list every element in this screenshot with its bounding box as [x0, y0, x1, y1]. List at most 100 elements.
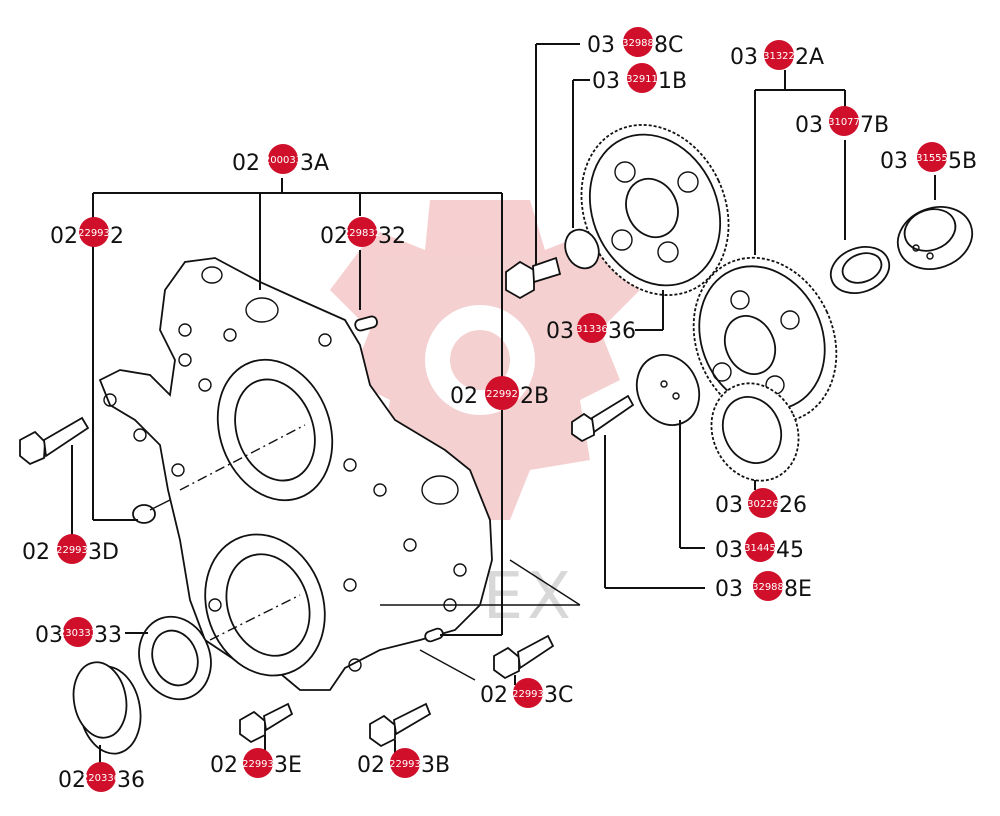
callout-badge: [243, 748, 273, 778]
callout-bolt-3e[interactable]: 02 22993 3E: [210, 748, 302, 778]
callout-dowel-pin-badge: 229832: [343, 228, 381, 239]
callout-bolt-3e-prefix: 02: [210, 753, 238, 778]
callout-badge: [79, 217, 109, 247]
callout-badge: [57, 534, 87, 564]
callout-badge: [577, 313, 607, 343]
front-cover: [98, 257, 493, 691]
callout-bolt-3b[interactable]: 02 22993 3B: [357, 748, 450, 778]
callout-washer-1b-prefix: 03: [592, 69, 620, 94]
callout-seal-033-badge: 230333: [59, 628, 97, 639]
callout-cam-2a-prefix: 03: [730, 45, 758, 70]
callout-gear-bolt-8c-suffix: 8C: [654, 33, 683, 58]
bolt-plate: [571, 394, 635, 443]
callout-gear-bolt-8c-prefix: 03: [587, 33, 615, 58]
callout-bolt-8e-badge: 32988: [752, 582, 784, 593]
callout-badge: [764, 40, 794, 70]
callout-seal-033-prefix: 03: [35, 623, 63, 648]
callout-idler-36[interactable]: 03 31336 36: [546, 313, 636, 344]
callout-dowel-left-prefix: 02: [50, 224, 78, 249]
callout-bolt-3b-suffix: 3B: [421, 753, 450, 778]
callout-seal-033-suffix: 33: [94, 623, 122, 648]
callout-dowel-left-suffix: 2: [110, 224, 124, 249]
callout-bolt-8e[interactable]: 03 32988 8E: [715, 571, 812, 602]
callout-cam-2a[interactable]: 03 31322 2A: [730, 40, 824, 70]
callout-cover-assembly-prefix: 02: [232, 151, 260, 176]
bolt-left: [19, 416, 90, 466]
callout-bolt-3c-prefix: 02: [480, 683, 508, 708]
callout-gear-bolt-8c-badge: 32988: [622, 38, 654, 49]
callout-bushing-7b-suffix: 7B: [860, 113, 889, 138]
callout-dowel-pin-prefix: 02: [320, 224, 348, 249]
leader-lines: [71, 43, 936, 765]
callout-plate-45-badge: 31445: [744, 543, 776, 554]
callout-badge: [513, 678, 543, 708]
callout-labels: 02 200033 3A 02 22993 2 02 229832 32 02 …: [22, 27, 977, 793]
callout-bolt-3b-badge: 22993: [389, 759, 421, 770]
callout-bolt-3c-suffix: 3C: [544, 683, 573, 708]
callout-bolt-3e-badge: 22993: [242, 759, 274, 770]
callout-seal-036[interactable]: 02 220336 36: [58, 762, 145, 793]
callout-badge: [390, 748, 420, 778]
callout-badge: [623, 27, 653, 57]
callout-cover-assembly[interactable]: 02 200033 3A: [232, 144, 329, 176]
callout-bushing-5b-badge: 31555: [916, 153, 948, 164]
thrust-plate: [635, 354, 701, 426]
callout-bushing-7b[interactable]: 03 31077 7B: [795, 106, 889, 138]
callout-badge: [753, 571, 783, 601]
callout-dowel-pin[interactable]: 02 229832 32: [320, 217, 406, 249]
callout-badge: [917, 142, 947, 172]
callout-seal-036-badge: 220336: [82, 773, 120, 784]
callout-cam-2a-badge: 31322: [763, 51, 795, 62]
callout-seal-036-suffix: 36: [117, 768, 145, 793]
callout-badge: [745, 532, 775, 562]
callout-dowel-left-badge: 22993: [78, 228, 110, 239]
callout-cover-2b[interactable]: 02 22992 2B: [450, 376, 549, 410]
callout-badge: [485, 376, 519, 410]
callout-badge: [63, 617, 93, 647]
oil-seal-large: [72, 661, 142, 755]
callout-pump-26-badge: 30226: [747, 499, 779, 510]
callout-bolt-3d-prefix: 02: [22, 540, 50, 565]
callout-pump-26-prefix: 03: [715, 493, 743, 518]
bushing: [829, 246, 891, 294]
callout-pump-26-suffix: 26: [779, 493, 807, 518]
callout-cam-2a-suffix: 2A: [795, 45, 824, 70]
callout-badge: [748, 488, 778, 518]
callout-seal-033[interactable]: 03 230333 33: [35, 617, 122, 648]
callout-plate-45[interactable]: 03 31445 45: [715, 532, 804, 563]
callout-bolt-3d[interactable]: 02 22993 3D: [22, 534, 119, 565]
callout-dowel-pin-suffix: 32: [378, 224, 406, 249]
callout-bushing-7b-prefix: 03: [795, 113, 823, 138]
callout-bushing-5b-prefix: 03: [880, 149, 908, 174]
callout-bushing-5b[interactable]: 03 31555 5B: [880, 142, 977, 174]
callout-cover-assembly-badge: 200033: [264, 155, 302, 166]
callout-bushing-7b-badge: 31077: [828, 117, 860, 128]
callout-pump-26[interactable]: 03 30226 26: [715, 488, 807, 518]
callout-seal-036-prefix: 02: [58, 768, 86, 793]
callout-washer-1b[interactable]: 03 32911 1B: [592, 63, 687, 94]
callout-bolt-8e-suffix: 8E: [784, 577, 812, 602]
callout-bolt-3c[interactable]: 02 22993 3C: [480, 678, 573, 708]
flanged-bushing: [896, 206, 974, 270]
callout-bolt-3b-prefix: 02: [357, 753, 385, 778]
callout-bolt-3e-suffix: 3E: [274, 753, 302, 778]
callout-badge: [86, 762, 116, 792]
callout-idler-36-badge: 31336: [576, 324, 608, 335]
bolt-mid: [493, 634, 555, 680]
callout-bolt-3d-badge: 22993: [56, 545, 88, 556]
callout-plate-45-suffix: 45: [776, 538, 804, 563]
thrust-washer: [564, 228, 600, 270]
callout-dowel-left[interactable]: 02 22993 2: [50, 217, 124, 249]
callout-bolt-3c-badge: 22993: [512, 689, 544, 700]
callout-idler-36-suffix: 36: [608, 319, 636, 344]
bolt-gear-stud: [505, 256, 562, 300]
callout-bolt-3d-suffix: 3D: [88, 540, 119, 565]
callout-badge: [829, 106, 859, 136]
cam-gear: [692, 256, 838, 424]
bolt-bottom-b: [369, 702, 432, 748]
callout-plate-45-prefix: 03: [715, 538, 743, 563]
callout-gear-bolt-8c[interactable]: 03 32988 8C: [587, 27, 683, 58]
callout-bushing-5b-suffix: 5B: [948, 149, 977, 174]
callout-washer-1b-badge: 32911: [626, 74, 658, 85]
